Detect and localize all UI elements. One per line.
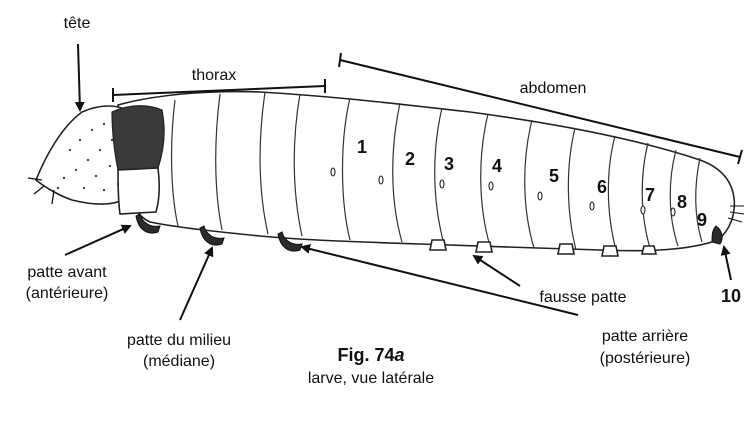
patte-arriere-arrow [302,247,578,315]
segment-number: 2 [405,149,415,169]
segment-number: 6 [597,177,607,197]
larva-body [28,92,744,256]
segment-number: 7 [645,185,655,205]
figure-caption: Fig. 74a [337,345,404,365]
figure-number: Fig. 74 [337,345,394,365]
segment-number: 9 [697,210,707,230]
segment-number: 1 [357,137,367,157]
label-fausse-patte: fausse patte [539,289,626,306]
label-tete: tête [64,15,91,32]
fausse-patte-arrow [474,256,520,286]
label-patte-milieu: patte du milieu [127,332,231,349]
tete-arrow [78,44,80,110]
segment-number: 8 [677,192,687,212]
segment-number: 5 [549,166,559,186]
label-thorax: thorax [192,67,236,84]
segment-number: 3 [444,154,454,174]
label-abdomen: abdomen [520,80,587,97]
figure-subtitle: larve, vue latérale [308,370,434,387]
patte-avant-arrow [65,226,130,255]
label-patte-milieu-alt: (médiane) [143,353,215,370]
patte-milieu-arrow [180,248,212,320]
seg10-arrow [724,247,731,280]
label-patte-avant-alt: (antérieure) [26,285,109,302]
label-segment-10: 10 [721,286,741,306]
prothorax-lower [118,168,159,214]
label-patte-avant: patte avant [27,264,107,281]
label-patte-arriere: patte arrière [602,328,688,345]
figure-letter: a [395,345,405,365]
segment-number: 4 [492,156,502,176]
prothoracic-shield [112,106,164,170]
label-patte-arriere-alt: (postérieure) [600,350,691,367]
